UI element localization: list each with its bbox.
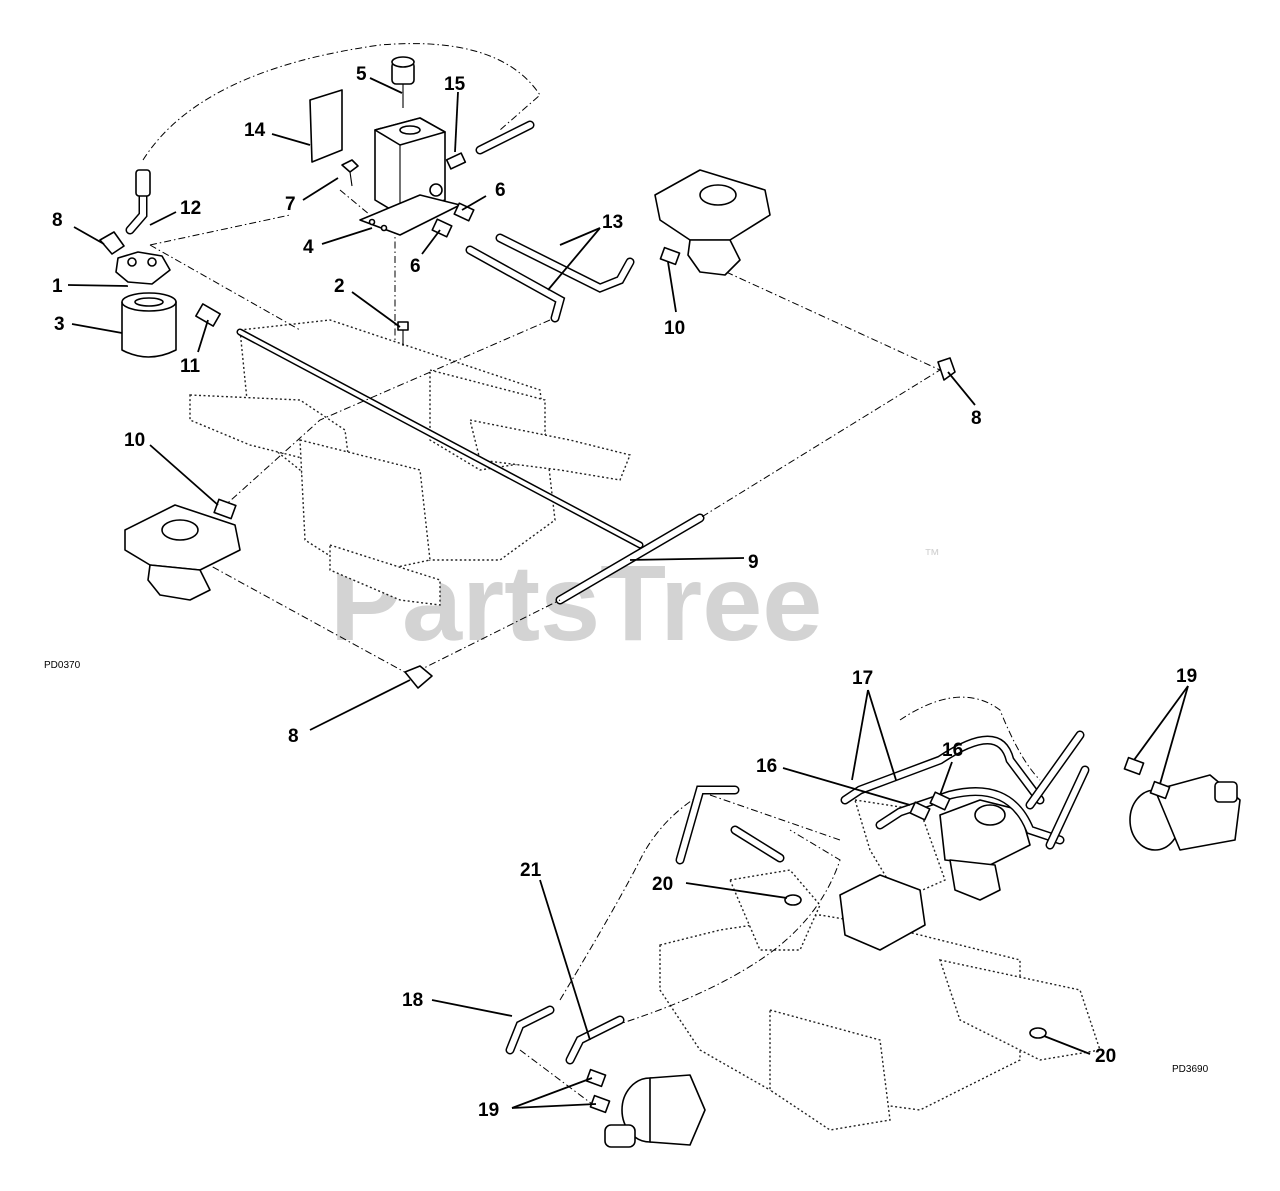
callout-4: 4 bbox=[303, 237, 314, 258]
callout-1: 1 bbox=[52, 276, 63, 297]
callout-12: 12 bbox=[180, 198, 201, 219]
elbow-part-12 bbox=[125, 169, 151, 235]
fitting-part-16-b bbox=[929, 791, 951, 811]
lower-assembly bbox=[505, 696, 1241, 1148]
callout-10-right: 10 bbox=[664, 318, 685, 339]
callout-labels: 5 15 14 7 6 6 4 12 8 1 3 11 2 13 10 8 10… bbox=[52, 64, 1197, 1121]
callout-8-filter: 8 bbox=[52, 210, 63, 231]
hose-9 bbox=[555, 513, 705, 605]
fitting-part-11 bbox=[195, 303, 221, 327]
reservoir-lower bbox=[839, 874, 926, 951]
callout-18: 18 bbox=[402, 990, 423, 1011]
plug-part-20-a bbox=[784, 894, 802, 906]
callout-20-lower: 20 bbox=[1095, 1046, 1116, 1067]
filter-part-3 bbox=[121, 292, 177, 358]
hose-upper-lower bbox=[675, 785, 785, 865]
fitting-part-10-left bbox=[213, 498, 237, 520]
motor-right bbox=[1129, 774, 1241, 851]
decal-part-14 bbox=[309, 89, 343, 163]
upper-frame bbox=[189, 319, 631, 606]
drawing-code-upper: PD0370 bbox=[44, 660, 81, 671]
fitting-part-16-a bbox=[909, 801, 931, 821]
callout-16-left: 16 bbox=[756, 756, 777, 777]
callout-3: 3 bbox=[54, 314, 65, 335]
fitting-part-6-lower bbox=[431, 218, 453, 238]
tie-rod bbox=[236, 328, 644, 549]
callout-15: 15 bbox=[444, 74, 466, 95]
hose-part-21 bbox=[565, 1015, 625, 1065]
callout-16-right: 16 bbox=[942, 740, 963, 761]
filter-head-part-1 bbox=[115, 251, 171, 285]
hose-part-18 bbox=[505, 1005, 555, 1055]
callout-11: 11 bbox=[180, 356, 201, 377]
fitting-part-19-left-a bbox=[585, 1068, 607, 1088]
fitting-part-19-right-a bbox=[1123, 756, 1145, 776]
plug-part-20-b bbox=[1029, 1027, 1047, 1039]
fitting-part-10-right bbox=[659, 246, 681, 266]
pump-right-lower bbox=[939, 799, 1031, 901]
callout-20-upper: 20 bbox=[652, 874, 673, 895]
motor-left bbox=[604, 1074, 706, 1148]
callout-6-lower: 6 bbox=[410, 256, 421, 277]
trademark-symbol: ™ bbox=[924, 547, 940, 564]
callout-17: 17 bbox=[852, 668, 873, 689]
elbow-part-8-bottom bbox=[404, 665, 433, 689]
reservoir-cap-part-5 bbox=[391, 56, 415, 108]
hoses-right-19 bbox=[1025, 730, 1090, 850]
callout-7: 7 bbox=[285, 194, 296, 215]
callout-19-left: 19 bbox=[478, 1100, 499, 1121]
drawing-code-lower: PD3690 bbox=[1172, 1064, 1209, 1075]
fitting-part-19-left-b bbox=[589, 1094, 611, 1114]
callout-14: 14 bbox=[244, 120, 266, 141]
callout-5: 5 bbox=[356, 64, 367, 85]
upper-assembly bbox=[99, 43, 956, 689]
lower-routing-lines bbox=[519, 696, 1041, 1111]
callout-19-right: 19 bbox=[1176, 666, 1197, 687]
callout-10-left: 10 bbox=[124, 430, 145, 451]
callout-13: 13 bbox=[602, 212, 623, 233]
lower-frame bbox=[659, 799, 1101, 1131]
leader-lines bbox=[67, 77, 1189, 1109]
fitting-part-15 bbox=[445, 152, 467, 170]
fitting-part-19-right-b bbox=[1149, 780, 1171, 800]
hoses-part-17 bbox=[840, 735, 1065, 845]
callout-8-right: 8 bbox=[971, 408, 982, 429]
callout-8-bottom: 8 bbox=[288, 726, 299, 747]
hose-to-15 bbox=[475, 120, 535, 155]
callout-6-upper: 6 bbox=[495, 180, 506, 201]
hoses-part-13 bbox=[465, 233, 635, 323]
bolt-part-7 bbox=[341, 159, 359, 187]
elbow-part-8-filter bbox=[99, 231, 125, 255]
callout-2: 2 bbox=[334, 276, 345, 297]
callout-9: 9 bbox=[748, 552, 759, 573]
pump-left-upper bbox=[124, 504, 241, 601]
reservoir-part-4 bbox=[359, 117, 461, 236]
pump-right-upper bbox=[654, 169, 771, 276]
callout-21: 21 bbox=[520, 860, 542, 881]
